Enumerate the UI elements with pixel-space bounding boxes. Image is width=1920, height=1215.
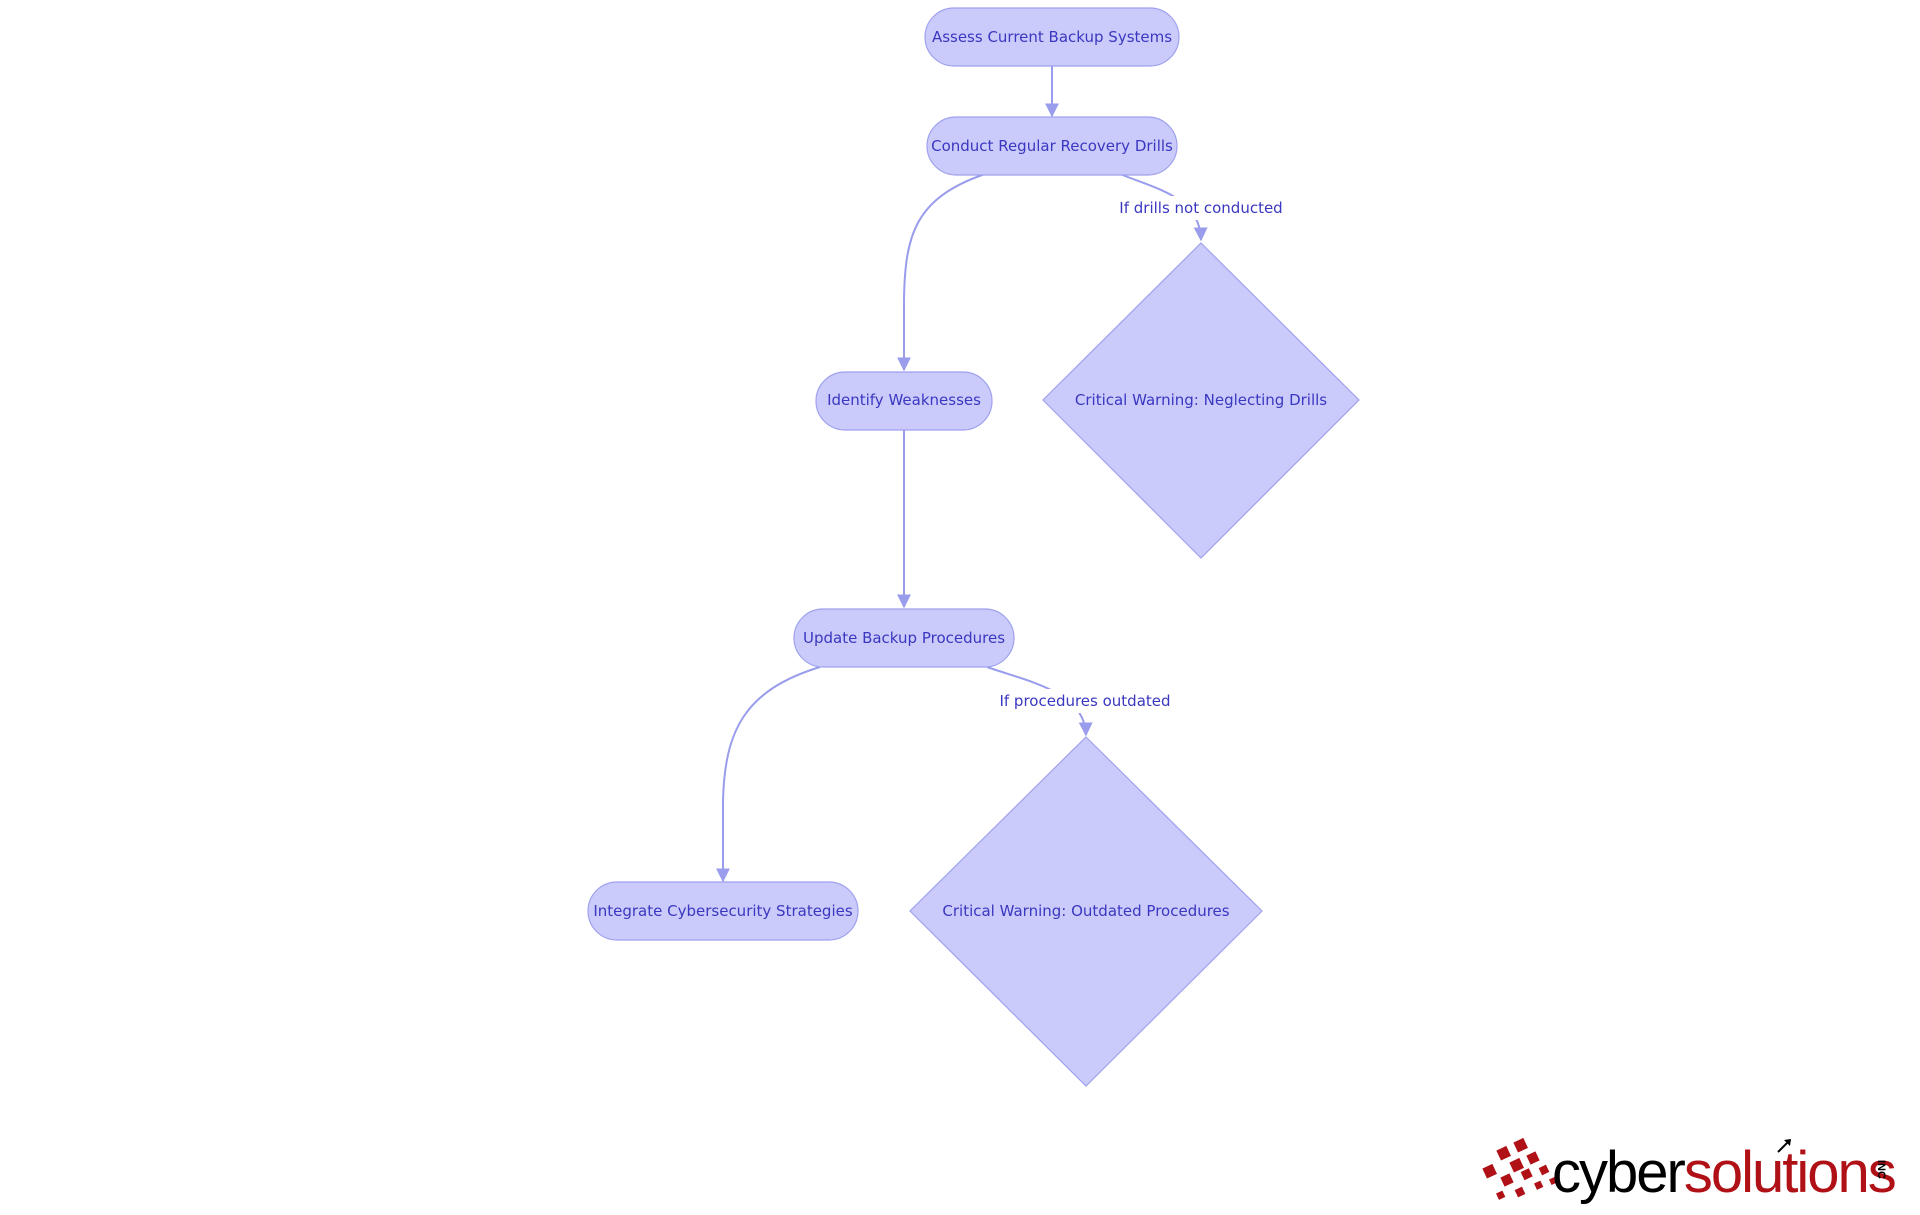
node-label: Identify Weaknesses bbox=[827, 391, 981, 409]
logo-text-cyber: cyber bbox=[1552, 1140, 1686, 1205]
node-update-backup-procedures[interactable]: Update Backup Procedures bbox=[793, 608, 1015, 668]
node-label: Assess Current Backup Systems bbox=[932, 28, 1172, 46]
logo-text-solutions: solutions bbox=[1684, 1140, 1895, 1205]
node-label: Update Backup Procedures bbox=[803, 629, 1005, 647]
edge-drills-to-weaknesses bbox=[897, 173, 986, 372]
node-warning-neglecting-drills[interactable]: Critical Warning: Neglecting Drills bbox=[1042, 242, 1360, 559]
node-label: Critical Warning: Neglecting Drills bbox=[1075, 391, 1327, 409]
node-label: Critical Warning: Outdated Procedures bbox=[942, 902, 1229, 920]
node-identify-weaknesses[interactable]: Identify Weaknesses bbox=[815, 371, 993, 431]
edge-label-drills-not-conducted: If drills not conducted bbox=[1119, 199, 1282, 217]
node-label: Integrate Cybersecurity Strategies bbox=[593, 902, 853, 920]
node-assess-backup-systems[interactable]: Assess Current Backup Systems bbox=[924, 7, 1180, 67]
logo-inc: INC bbox=[1875, 1160, 1887, 1179]
edge-label-procedures-outdated: If procedures outdated bbox=[999, 692, 1170, 710]
node-warning-outdated-procedures[interactable]: Critical Warning: Outdated Procedures bbox=[909, 736, 1263, 1087]
node-conduct-recovery-drills[interactable]: Conduct Regular Recovery Drills bbox=[926, 116, 1178, 176]
logo-mark-icon bbox=[1482, 1137, 1557, 1200]
edge-update-to-integrate bbox=[716, 666, 821, 883]
node-integrate-cybersecurity[interactable]: Integrate Cybersecurity Strategies bbox=[587, 881, 859, 941]
node-label: Conduct Regular Recovery Drills bbox=[931, 137, 1173, 155]
svg-text:cybersolutions: cybersolutions bbox=[1552, 1140, 1895, 1205]
cybersolutions-logo: cybersolutions INC bbox=[1482, 1137, 1897, 1205]
